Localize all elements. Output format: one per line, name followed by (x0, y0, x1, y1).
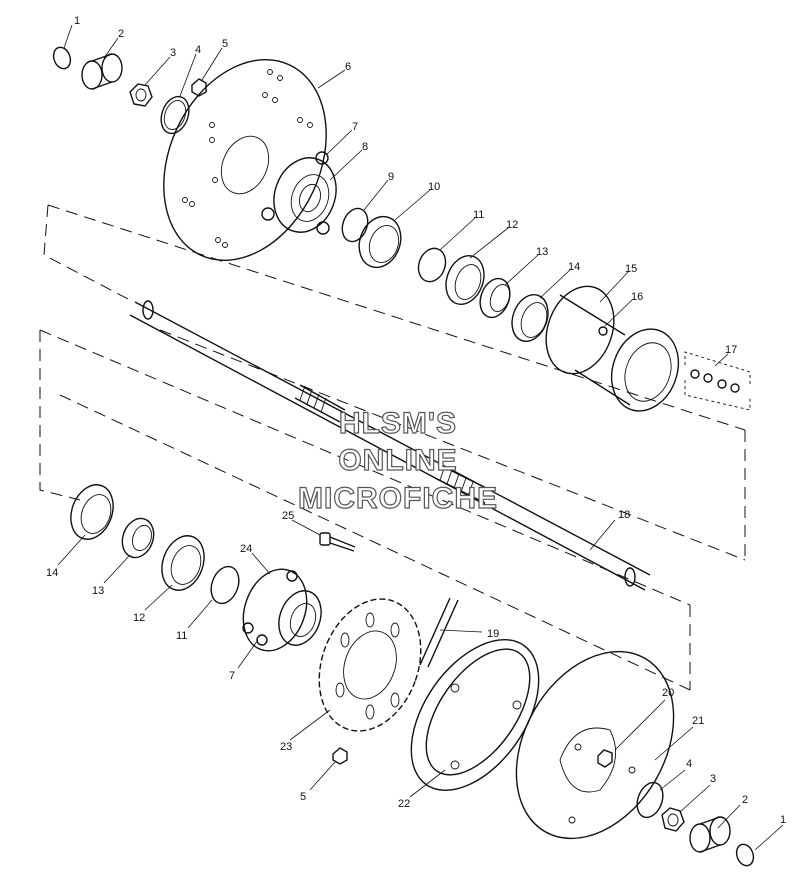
bearing-13-bottom (121, 517, 155, 559)
bearing-cup-14-top (511, 294, 549, 342)
nut-bottom (661, 807, 685, 832)
callout-3-top: 3 (170, 47, 176, 59)
rear-disc (515, 650, 675, 840)
watermark-line-2: ONLINE (338, 444, 457, 477)
brake-disc (163, 58, 327, 262)
bearing-cup-14-bottom (70, 484, 114, 540)
callout-25: 25 (282, 510, 294, 522)
callout-15: 15 (625, 263, 637, 275)
nut-5-bottom (332, 747, 348, 765)
snap-ring-bottom (735, 843, 755, 867)
watermark: HLSM'S ONLINE MICROFICHE (297, 406, 498, 515)
callout-22: 22 (398, 798, 410, 810)
callout-1-bottom: 1 (780, 814, 786, 826)
callout-5-bottom: 5 (300, 791, 306, 803)
callout-2-top: 2 (118, 28, 124, 40)
callout-16: 16 (631, 291, 643, 303)
callout-5-top: 5 (222, 38, 228, 50)
sprocket (318, 598, 422, 732)
bearing-race-10 (358, 215, 402, 269)
callout-23: 23 (280, 741, 292, 753)
bolt-25 (319, 532, 356, 552)
callout-3-bottom: 3 (710, 773, 716, 785)
callout-7-top: 7 (352, 121, 358, 133)
callout-14-bottom: 14 (46, 567, 58, 579)
callout-8: 8 (362, 141, 368, 153)
callout-7-bottom: 7 (229, 670, 235, 682)
callout-numbers: 1 2 3 4 5 6 7 8 9 10 11 12 13 14 15 16 1… (46, 15, 786, 826)
callout-4-top: 4 (195, 44, 201, 56)
o-ring-11-bottom (210, 565, 240, 605)
callout-13-bottom: 13 (92, 585, 104, 597)
axle-carrier (545, 285, 680, 412)
brake-guard (410, 638, 540, 792)
disc-nut-20 (597, 749, 613, 768)
callout-1-top: 1 (74, 15, 80, 27)
callout-2-bottom: 2 (742, 794, 748, 806)
nut-top (129, 83, 153, 107)
snap-ring-top (52, 46, 72, 70)
small-nut-top (191, 78, 207, 97)
bearing-13-top (479, 277, 511, 319)
callout-14-top: 14 (568, 261, 580, 273)
o-ring-top (160, 95, 190, 135)
seal-12-top (445, 255, 485, 305)
callout-12-bottom: 12 (133, 612, 145, 624)
snap-ring-9 (341, 207, 369, 243)
callout-9: 9 (388, 171, 394, 183)
watermark-line-3: MICROFICHE (298, 482, 498, 515)
hub-top (261, 151, 337, 235)
seal-12-bottom (161, 535, 205, 591)
callout-6: 6 (345, 61, 351, 73)
o-ring-bottom (636, 781, 664, 819)
callout-19: 19 (487, 628, 499, 640)
callout-13-top: 13 (536, 246, 548, 258)
bushing-top (81, 53, 123, 90)
callout-18: 18 (618, 509, 630, 521)
callout-21: 21 (692, 715, 704, 727)
callout-24: 24 (240, 543, 252, 555)
o-ring-11-top (417, 247, 447, 283)
callout-11-top: 11 (473, 209, 484, 221)
callout-10: 10 (428, 181, 440, 193)
callout-4-bottom: 4 (686, 758, 692, 770)
callout-12-top: 12 (506, 219, 518, 231)
axle-shaft (129, 300, 651, 591)
drive-chain (419, 597, 459, 668)
callout-11-bottom: 11 (176, 630, 187, 642)
watermark-line-1: HLSM'S (339, 407, 457, 440)
sprocket-hub (242, 568, 322, 652)
bushing-bottom (689, 816, 731, 853)
callout-17: 17 (725, 344, 737, 356)
callout-20: 20 (662, 687, 674, 699)
leader-lines (57, 24, 784, 851)
hardware-kit-17 (684, 351, 751, 411)
